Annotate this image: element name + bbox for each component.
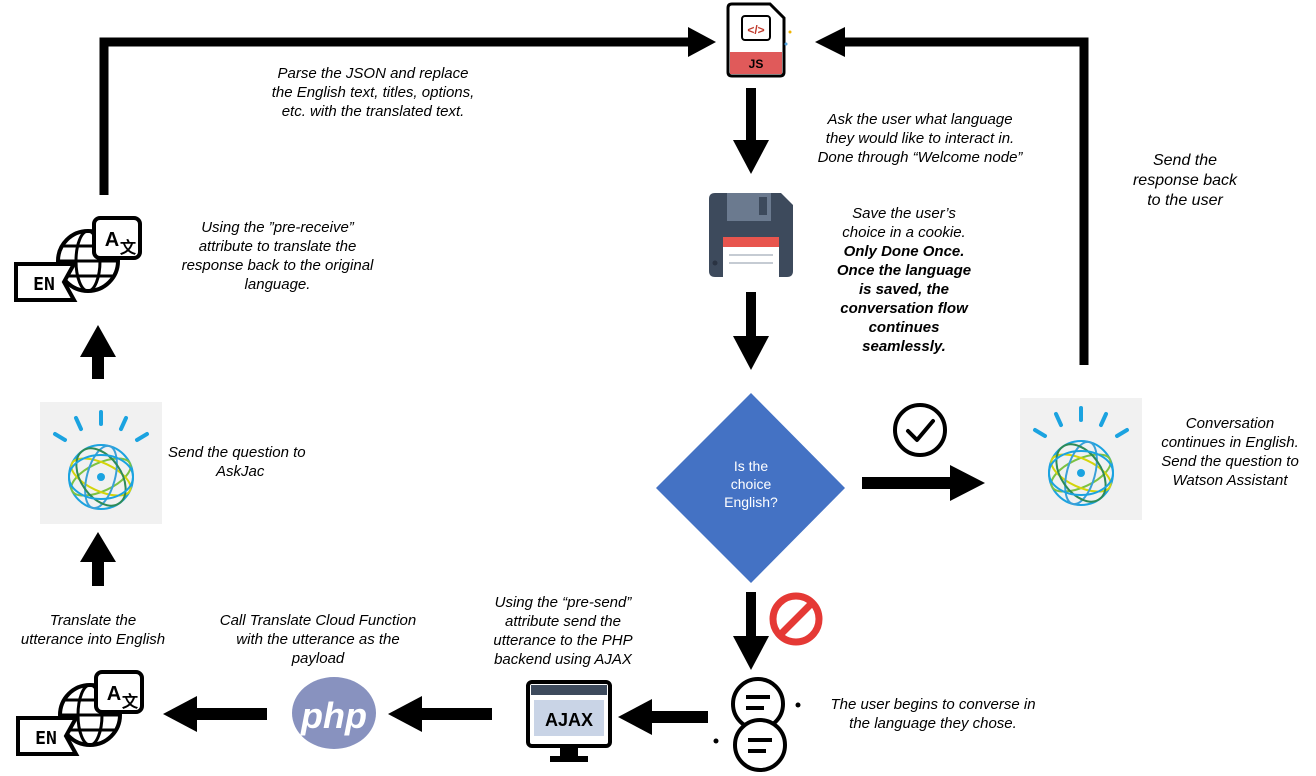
note-translate-utterance: Translate the utterance into English [8,611,178,649]
note-line: attribute send the [505,613,621,630]
note-line: Translate the [49,612,137,629]
note-line: Using the “pre-send” [494,594,632,611]
ajax-monitor-icon: AJAX [526,680,612,762]
diamond-label: Is the choice English? [701,457,801,511]
ajax-text: AJAX [545,710,593,730]
note-line: utterance to the PHP [493,632,633,649]
chat-bubbles-icon [713,677,801,772]
note-line: Conversation [1185,415,1275,432]
note-line-bold: conversation flow [840,300,968,317]
arrow-js-to-floppy [733,88,769,174]
arrowhead-to-js-right [815,27,845,57]
note-line: response back [1132,172,1238,189]
floppy-disk-icon [709,193,793,277]
note-line: payload [291,650,345,667]
watson-globe-icon [38,400,164,526]
translate-globe-icon: A 文 EN [14,216,142,302]
note-line: language. [244,276,311,293]
arrow-floppy-to-diamond [733,292,769,370]
note-line-bold: seamlessly. [862,338,946,355]
note-line: to the user [1147,192,1223,209]
translate-glyph-b: 文 [120,238,137,257]
note-call-translate: Call Translate Cloud Function with the u… [200,611,436,668]
translate-glyph-a: A [107,683,121,705]
note-line: Send the question to [1161,453,1299,470]
note-line: etc. with the translated text. [281,103,465,120]
note-send-askjac: Send the question to AskJac [168,443,328,481]
en-tag-top: EN [33,274,55,295]
note-line: Done through “Welcome node” [817,149,1023,166]
note-line: Send the question to [168,444,306,461]
note-line: Call Translate Cloud Function [219,612,417,629]
note-line: choice in a cookie. [842,224,966,241]
note-line: response back to the original [181,257,374,274]
note-line: The user begins to converse in [830,696,1036,713]
note-line: utterance into English [20,631,166,648]
note-line: continues in English. [1161,434,1299,451]
note-send-back: Send the response back to the user [1110,151,1260,211]
note-conversation-english: Conversation continues in English. Send … [1146,414,1314,490]
note-line-bold: Only Done Once. [843,243,965,260]
arrow-ajax-to-php [388,696,492,732]
note-line: Ask the user what language [827,111,1013,128]
note-pre-receive: Using the ”pre-receive” attribute to tra… [160,218,395,294]
diamond-line: Is the [733,458,769,474]
js-file-icon: JS </> [726,2,792,78]
note-line: Save the user’s [852,205,956,222]
arrow-chat-to-ajax [618,699,708,735]
check-circle-icon [893,403,947,457]
note-line: backend using AJAX [494,651,632,668]
note-line: the language they chose. [849,715,1017,732]
note-save-choice: Save the user’s choice in a cookie. Only… [814,204,994,356]
note-line: Parse the JSON and replace [277,65,469,82]
arrow-right-loop [842,37,1089,365]
note-ask-user: Ask the user what language they would li… [795,110,1045,167]
translate-glyph-a: A [105,229,119,251]
note-line: they would like to interact in. [825,130,1015,147]
php-logo-icon: php [292,677,376,749]
arrow-diamond-to-chat [733,592,769,670]
note-pre-send: Using the “pre-send” attribute send the … [478,593,648,669]
note-parse-json: Parse the JSON and replace the English t… [238,64,508,121]
js-code-label: </> [747,23,764,37]
note-line: attribute to translate the [198,238,357,255]
js-tag-label: JS [749,57,764,71]
diamond-line: choice [730,476,772,492]
translate-glyph-b: 文 [122,692,139,711]
note-user-begins: The user begins to converse in the langu… [808,695,1058,733]
translate-globe-icon: A 文 EN [16,670,144,756]
note-line: the English text, titles, options, [271,84,475,101]
note-line: Using the ”pre-receive” [201,219,354,236]
arrow-translate-to-askjac [80,532,116,586]
note-line: Send the [1152,152,1218,169]
note-line-bold: Once the language [836,262,972,279]
diamond-line: English? [724,494,778,510]
arrow-askjac-to-translate [80,325,116,379]
decision-diamond [656,393,845,583]
arrow-diamond-to-watson [862,465,985,501]
watson-globe-icon [1018,396,1144,522]
arrow-top-left-loop [99,37,690,195]
no-symbol-icon [769,592,823,646]
note-line-bold: is saved, the [858,281,950,298]
en-tag-bottom: EN [35,728,57,749]
php-logo-text: php [300,695,367,736]
arrowhead-to-js-left [688,27,716,57]
note-line: Watson Assistant [1172,472,1288,489]
note-line: AskJac [216,463,265,480]
note-line: with the utterance as the [236,631,400,648]
arrow-php-to-translate [163,696,267,732]
note-line-bold: continues [868,319,940,336]
